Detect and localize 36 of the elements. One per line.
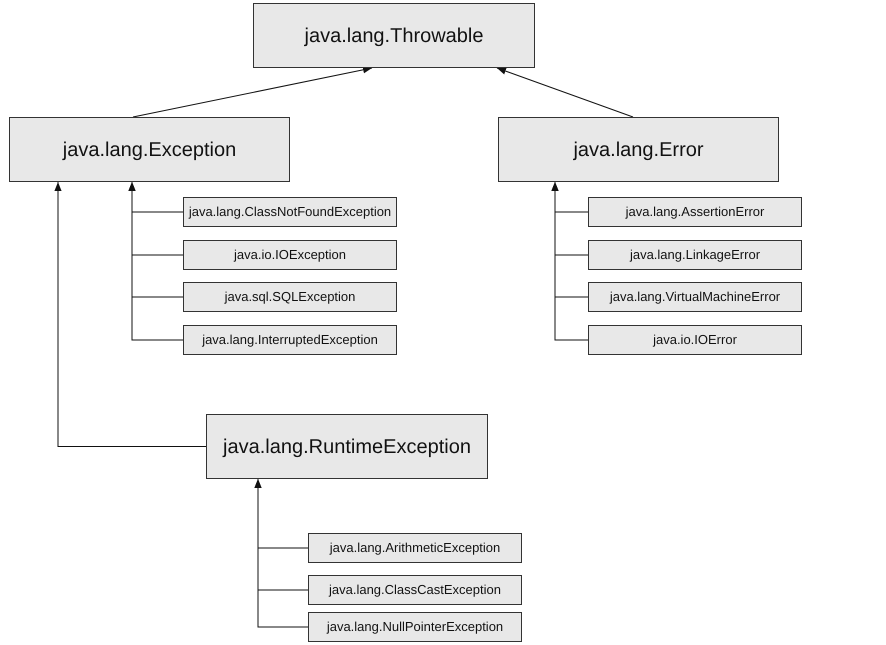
inheritance-arrow bbox=[254, 478, 308, 628]
class-name: java.lang.ClassCastException bbox=[329, 581, 501, 600]
class-box bbox=[308, 612, 522, 642]
class-box bbox=[183, 197, 397, 227]
class-box bbox=[183, 282, 397, 312]
class-box bbox=[206, 414, 488, 479]
class-name: java.lang.ClassNotFoundException bbox=[188, 203, 392, 222]
class-box bbox=[588, 325, 802, 355]
class-name: java.lang.Exception bbox=[62, 138, 236, 162]
inheritance-arrow bbox=[128, 182, 184, 340]
class-name: java.lang.Throwable bbox=[304, 24, 484, 48]
class-box bbox=[253, 3, 535, 68]
class-box bbox=[183, 325, 397, 355]
class-box bbox=[588, 282, 802, 312]
class-box bbox=[9, 117, 290, 182]
inheritance-arrow bbox=[496, 68, 634, 118]
class-box bbox=[308, 533, 522, 563]
class-name: java.lang.NullPointerException bbox=[326, 618, 504, 636]
class-box bbox=[308, 575, 522, 605]
class-name: java.lang.RuntimeException bbox=[223, 434, 471, 460]
class-name: java.lang.ArithmeticException bbox=[330, 539, 500, 558]
class-name: java.lang.AssertionError bbox=[626, 203, 764, 222]
class-name: java.lang.LinkageError bbox=[630, 246, 760, 264]
class-name: java.sql.SQLException bbox=[224, 288, 356, 306]
inheritance-arrow bbox=[132, 66, 372, 118]
class-box bbox=[183, 240, 397, 270]
class-box bbox=[588, 240, 802, 270]
class-box bbox=[588, 197, 802, 227]
class-name: java.lang.InterruptedException bbox=[202, 331, 378, 350]
class-name: java.io.IOError bbox=[653, 331, 737, 350]
inheritance-arrow bbox=[54, 182, 206, 447]
inheritance-arrow bbox=[551, 182, 588, 340]
class-name: java.lang.Error bbox=[573, 138, 704, 162]
class-name: java.lang.VirtualMachineError bbox=[610, 288, 780, 306]
class-box bbox=[498, 117, 779, 182]
class-name: java.io.IOException bbox=[234, 246, 346, 264]
